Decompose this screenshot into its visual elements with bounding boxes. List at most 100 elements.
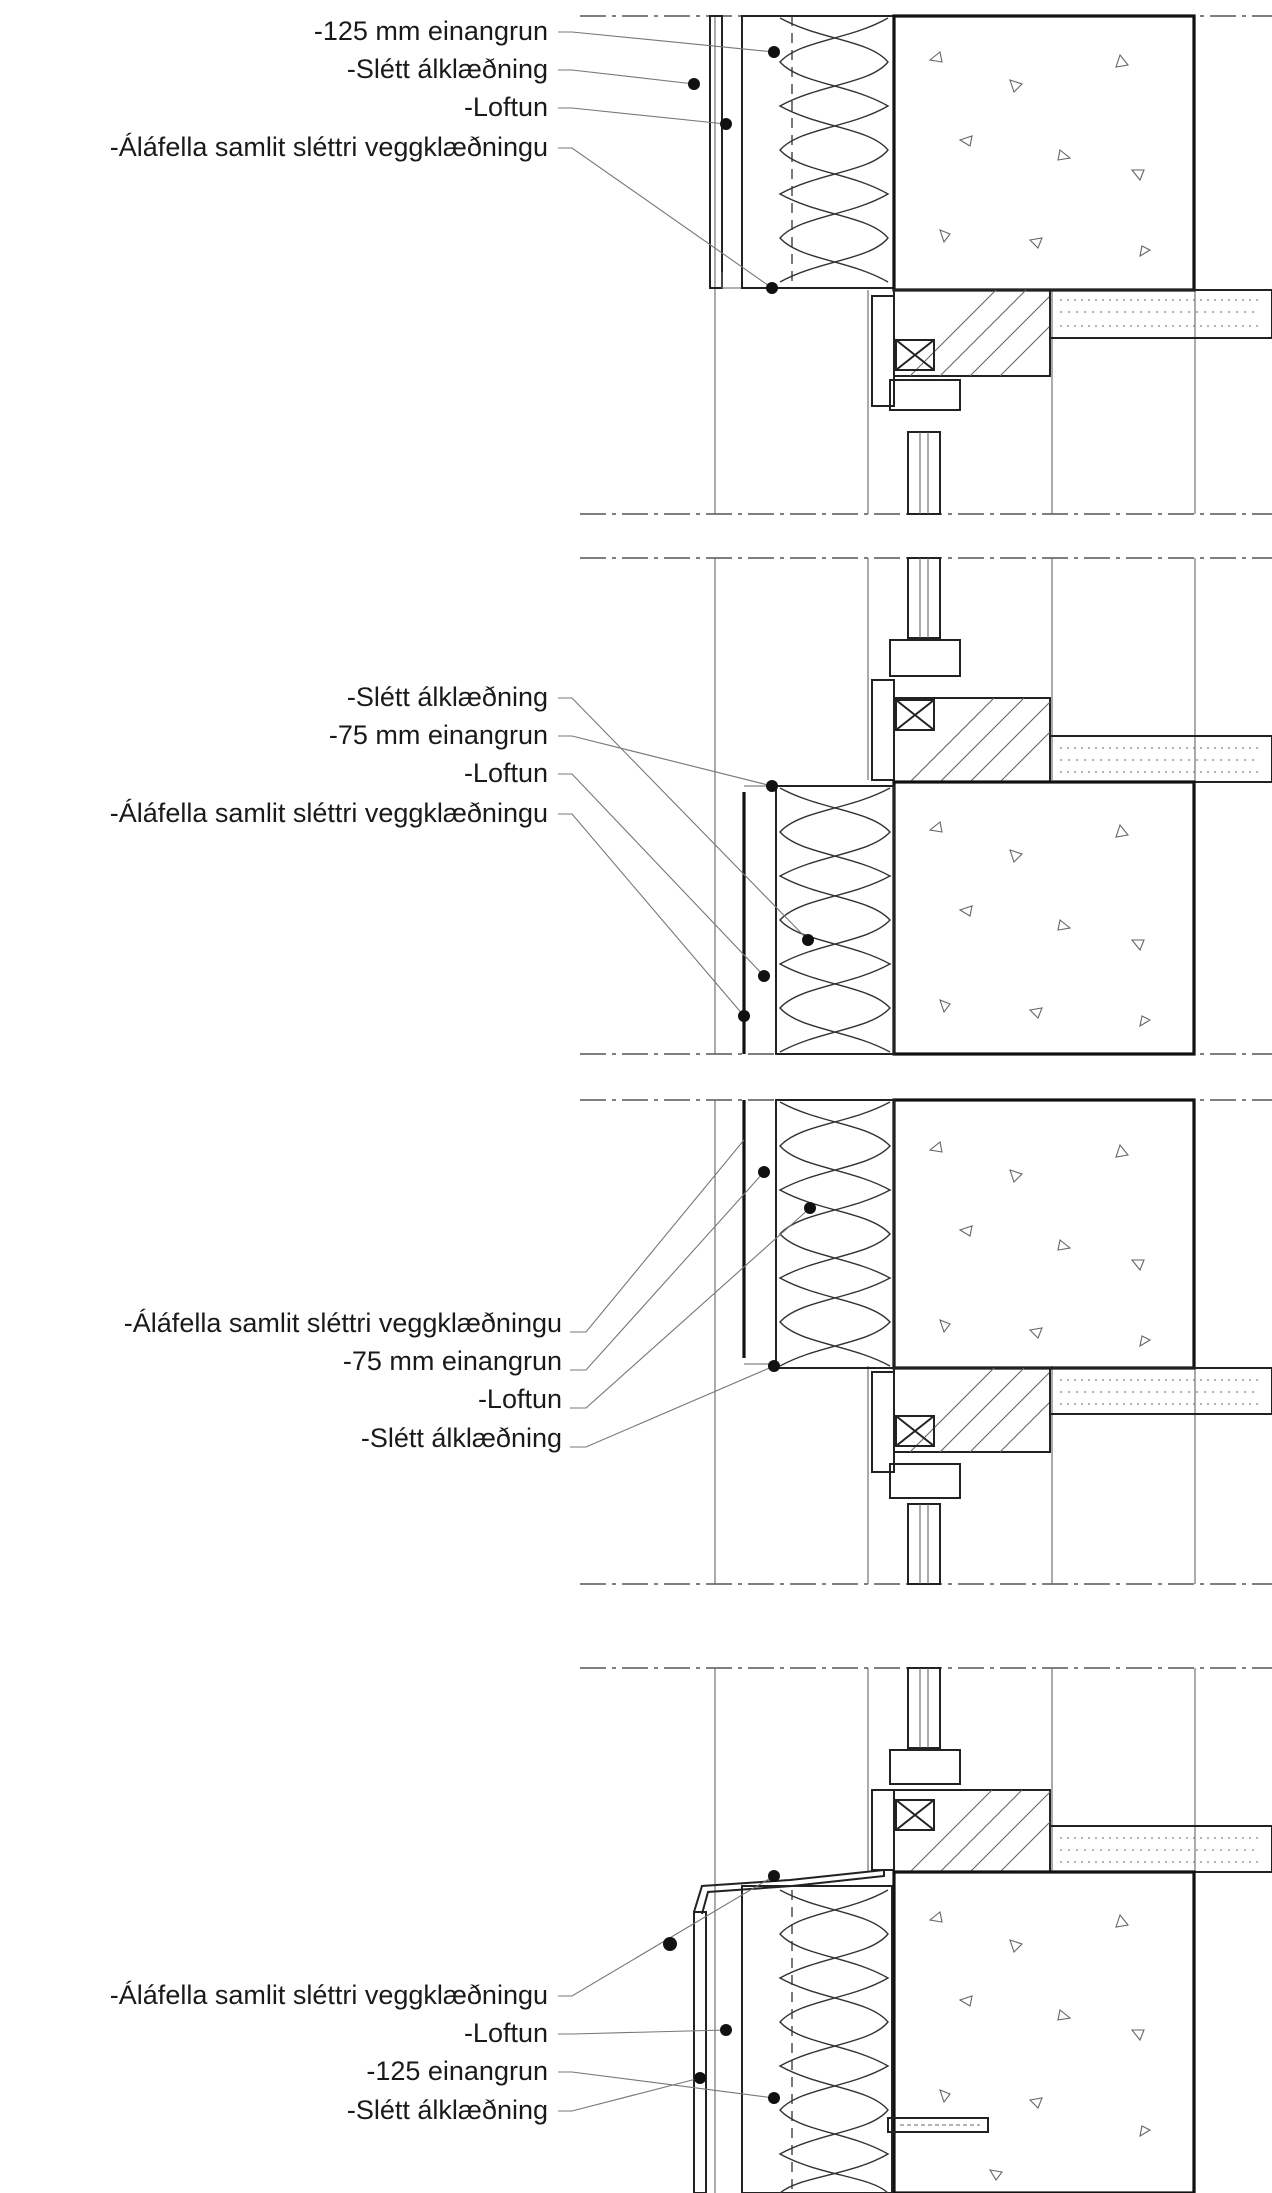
timber-hatch xyxy=(909,1367,1051,1453)
leader-line xyxy=(558,697,809,941)
window-frame xyxy=(871,1789,895,1871)
detail-1: -125 mm einangrun -Slétt álklæðning -Lof… xyxy=(110,14,1272,515)
concrete-hatch xyxy=(928,1141,1152,1348)
leader-line xyxy=(558,735,773,787)
screed-hatch xyxy=(1060,1837,1260,1863)
label-ventilation: -Loftun xyxy=(464,92,548,122)
label-cladding: -Slétt álklæðning xyxy=(361,1423,562,1453)
leader-dot xyxy=(766,780,778,792)
label-flashing: -Áláfella samlit sléttri veggklæðningu xyxy=(110,1980,548,2010)
label-ventilation: -Loftun xyxy=(464,2018,548,2048)
concrete-hatch xyxy=(928,51,1152,258)
window-frame xyxy=(871,679,895,781)
window-sash xyxy=(889,379,961,411)
insulation-hatch xyxy=(778,787,891,1053)
window-hardware xyxy=(895,699,935,731)
label-flashing: -Áláfella samlit sléttri veggklæðningu xyxy=(110,798,548,828)
leader-dot xyxy=(766,282,778,294)
window-hardware xyxy=(895,339,935,371)
insulation-layer xyxy=(741,1885,893,2193)
leader-line xyxy=(570,1207,811,1409)
label-insulation: -75 mm einangrun xyxy=(329,720,548,750)
leader-line xyxy=(570,1365,775,1448)
timber-hatch xyxy=(909,1789,1051,1873)
aluminium-cladding xyxy=(693,1911,707,2193)
leader-dot xyxy=(738,1010,750,1022)
window-hardware xyxy=(895,1415,935,1447)
label-insulation: -75 mm einangrun xyxy=(343,1346,562,1376)
leader-line xyxy=(558,69,695,85)
detail-3: -Áláfella samlit sléttri veggklæðningu -… xyxy=(124,1098,1272,1585)
window-sash xyxy=(889,1463,961,1499)
leader-line xyxy=(558,2029,727,2035)
insulation-hatch xyxy=(778,1101,891,1367)
leader-line xyxy=(570,1171,765,1371)
window-glazing xyxy=(907,431,941,515)
window-hardware xyxy=(895,1799,935,1831)
window-frame xyxy=(871,1371,895,1473)
floor-screed xyxy=(1049,735,1272,783)
label-ventilation: -Loftun xyxy=(464,758,548,788)
insulation-hatch xyxy=(779,17,890,283)
aluminium-cladding xyxy=(709,15,723,289)
leader-dot xyxy=(768,2092,780,2104)
leader-dot xyxy=(768,46,780,58)
aluminium-flashing xyxy=(693,1868,885,1915)
leader-dot xyxy=(758,1166,770,1178)
concrete-hatch xyxy=(928,821,1152,1028)
window-glazing xyxy=(907,557,941,639)
window-sash xyxy=(889,1749,961,1785)
label-flashing: -Áláfella samlit sléttri veggklæðningu xyxy=(124,1308,562,1338)
timber-hatch xyxy=(909,697,1051,783)
insulation-hatch xyxy=(779,1889,890,2193)
window-glazing xyxy=(907,1503,941,1585)
leader-dot xyxy=(720,118,732,130)
leader-line xyxy=(558,2071,775,2099)
leader-line xyxy=(570,1139,745,1333)
label-insulation: -125 einangrun xyxy=(366,2056,548,2086)
insulation-layer xyxy=(775,785,895,1055)
concrete-wall xyxy=(892,1870,1196,2193)
timber-sill xyxy=(893,1367,1051,1453)
leader-dot xyxy=(804,1202,816,1214)
insulation-hatch xyxy=(779,1101,892,1367)
floor-screed xyxy=(1049,1367,1272,1415)
window-sash xyxy=(889,639,961,677)
leader-line xyxy=(558,813,745,1017)
label-cladding: -Slétt álklæðning xyxy=(347,54,548,84)
window-glazing xyxy=(907,1667,941,1749)
label-ventilation: -Loftun xyxy=(478,1384,562,1414)
insulation-hatch xyxy=(779,787,892,1053)
detail-2: -Slétt álklæðning -75 mm einangrun -Loft… xyxy=(110,557,1272,1056)
leader-line xyxy=(558,31,775,53)
screed-hatch xyxy=(1060,1379,1260,1405)
leader-dot xyxy=(720,2024,732,2036)
label-cladding: -Slétt álklæðning xyxy=(347,2095,548,2125)
label-flashing: -Áláfella samlit sléttri veggklæðningu xyxy=(110,132,548,162)
cladding-return xyxy=(721,272,748,289)
concrete-hatch xyxy=(928,1911,1152,2181)
label-cladding: -Slétt álklæðning xyxy=(347,682,548,712)
leader-dot xyxy=(802,934,814,946)
floor-screed xyxy=(1049,1825,1272,1873)
leader-dot xyxy=(758,970,770,982)
detail-4: -Áláfella samlit sléttri veggklæðningu -… xyxy=(110,1667,1272,2193)
leader-dot xyxy=(663,1937,677,1951)
leader-line xyxy=(558,107,727,125)
floor-screed xyxy=(1049,289,1272,339)
leader-dot xyxy=(688,78,700,90)
insulation-hatch xyxy=(778,17,889,283)
leader-line xyxy=(558,773,765,977)
screed-hatch xyxy=(1060,299,1260,327)
leader-line xyxy=(558,147,773,289)
timber-sill xyxy=(893,697,1051,783)
timber-hatch xyxy=(909,289,1051,377)
leader-line xyxy=(558,1875,775,1997)
insulation-layer xyxy=(775,1099,895,1369)
window-frame xyxy=(871,295,895,407)
screed-hatch xyxy=(1060,747,1260,773)
wall-anchor xyxy=(887,2117,989,2133)
insulation-layer xyxy=(741,15,895,289)
insulation-hatch xyxy=(778,1889,889,2193)
